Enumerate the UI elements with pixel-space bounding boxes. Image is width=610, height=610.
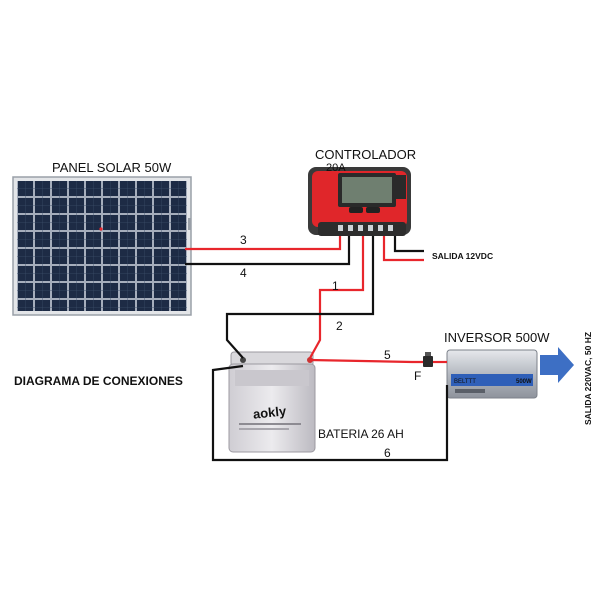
wire-dc-out-pos: [382, 236, 424, 262]
battery-label: BATERIA 26 AH: [318, 427, 404, 441]
solar-panel: [12, 176, 192, 316]
wire-1: [309, 236, 365, 359]
wire-2-label: 2: [336, 319, 343, 333]
fuse-label: F: [414, 369, 421, 383]
controller-sub-label: 20A: [326, 162, 346, 174]
inverter-power-badge: 500W: [516, 379, 532, 385]
wire-dc-out-neg: [393, 236, 424, 253]
wire-4-label: 4: [240, 266, 247, 280]
battery-brand: aokly: [252, 403, 287, 421]
wire-5: [309, 358, 424, 364]
wire-1-label: 1: [332, 279, 339, 293]
inverter-label: INVERSOR 500W: [444, 330, 550, 345]
inverter-brand: BELTTT: [454, 379, 476, 385]
wire-2: [225, 236, 375, 359]
wire-3-label: 3: [240, 233, 247, 247]
wire-5-label: 5: [384, 348, 391, 362]
wire-6: [211, 364, 449, 462]
ac-output-arrow: [540, 347, 574, 383]
wiring: [185, 236, 449, 462]
diagram-title: DIAGRAMA DE CONEXIONES: [14, 374, 183, 388]
inverter: BELTTT 500W: [446, 349, 538, 399]
wire-6-label: 6: [384, 446, 391, 460]
ac-output-label: SALIDA 220VAC, 50 HZ: [583, 332, 593, 425]
dc-output-label: SALIDA 12VDC: [432, 251, 493, 261]
wire-3: [185, 236, 342, 251]
panel-label: PANEL SOLAR 50W: [52, 160, 172, 175]
fuse: [423, 352, 433, 367]
charge-controller: [308, 167, 411, 236]
wire-4: [185, 236, 351, 266]
controller-label: CONTROLADOR: [315, 147, 416, 162]
